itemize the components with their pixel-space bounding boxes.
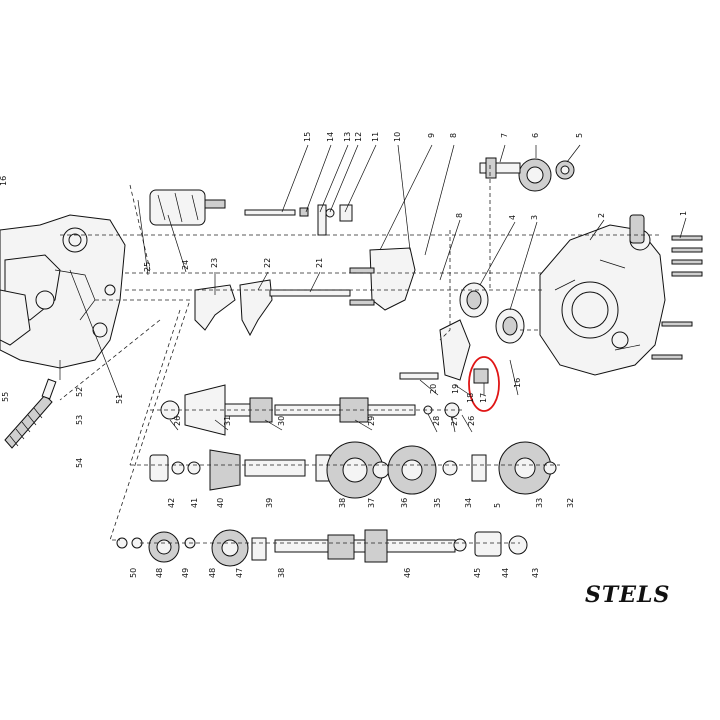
label-51: 51: [115, 394, 124, 404]
bolts-group-1: [651, 235, 703, 360]
label-48-left: 48: [155, 568, 164, 578]
leader-lines: [59, 144, 687, 433]
label-35: 35: [433, 498, 442, 508]
label-25: 25: [143, 262, 152, 272]
label-18: 18: [466, 393, 475, 403]
label-34: 34: [464, 498, 473, 508]
label-10: 10: [393, 132, 402, 142]
gear-5: [555, 160, 575, 180]
label-52: 52: [75, 387, 84, 397]
label-3: 3: [530, 215, 539, 220]
label-9: 9: [427, 133, 436, 138]
shaft-row-3: [116, 529, 528, 567]
part-labels: 1 2 3 4 5 6 7 8 8 9 10 11 12 13 14 15 16…: [0, 132, 688, 578]
label-2: 2: [597, 213, 606, 218]
label-19: 19: [451, 384, 460, 394]
label-17: 17: [479, 393, 488, 403]
fork-shaft-21: [269, 289, 351, 297]
shaft-7: [479, 157, 521, 179]
label-1: 1: [679, 211, 688, 216]
label-23: 23: [210, 258, 219, 268]
label-47: 47: [235, 568, 244, 578]
label-37: 37: [367, 498, 376, 508]
label-5-lower: 5: [493, 503, 502, 508]
label-33: 33: [535, 498, 544, 508]
alignment-lines: [59, 165, 660, 544]
label-21: 21: [315, 258, 324, 268]
label-45: 45: [473, 568, 482, 578]
label-42: 42: [167, 498, 176, 508]
label-13: 13: [343, 132, 352, 142]
label-26-right: 26: [467, 416, 476, 426]
gear-6: [518, 158, 552, 192]
label-26-left: 26: [173, 416, 182, 426]
label-55: 55: [1, 392, 10, 402]
label-29-top: 29: [367, 416, 376, 426]
label-49: 49: [181, 568, 190, 578]
label-30: 30: [277, 416, 286, 426]
shaft-row-1: [160, 384, 460, 436]
left-crankcase: [0, 214, 126, 369]
label-12: 12: [354, 132, 363, 142]
label-6: 6: [531, 133, 540, 138]
shift-fork-23: [194, 284, 236, 331]
label-20: 20: [429, 384, 438, 394]
gear-selector: [349, 247, 416, 311]
label-43: 43: [531, 568, 540, 578]
label-4: 4: [508, 215, 517, 220]
label-5: 5: [575, 133, 584, 138]
label-8-lower: 8: [455, 213, 464, 218]
right-crankcase: [539, 214, 666, 376]
shift-drum: [149, 189, 226, 226]
label-50: 50: [129, 568, 138, 578]
label-40: 40: [216, 498, 225, 508]
label-38-top: 38: [338, 498, 347, 508]
label-53: 53: [75, 415, 84, 425]
label-41: 41: [190, 498, 199, 508]
pins-top: [244, 204, 353, 236]
label-48-right: 48: [208, 568, 217, 578]
label-11: 11: [371, 132, 380, 142]
label-27: 27: [450, 416, 459, 426]
highlight-circle: [468, 356, 500, 412]
bearing-4: [459, 282, 489, 318]
shaft-row-2: [149, 441, 557, 499]
label-44: 44: [501, 568, 510, 578]
part-17-highlighted: [468, 356, 500, 412]
label-32: 32: [566, 498, 575, 508]
kick-start-spring: [4, 378, 57, 449]
bearing-3: [495, 308, 525, 344]
stels-logo: STELS: [585, 582, 670, 608]
label-54: 54: [75, 458, 84, 468]
label-14: 14: [326, 132, 335, 142]
label-15: 15: [303, 132, 312, 142]
label-38-bottom: 38: [277, 568, 286, 578]
label-16: 16: [513, 378, 522, 388]
shift-plate: [399, 319, 471, 381]
label-22: 22: [263, 258, 272, 268]
label-46: 46: [403, 568, 412, 578]
label-36: 36: [400, 498, 409, 508]
label-7: 7: [500, 133, 509, 138]
label-28: 28: [432, 416, 441, 426]
shift-fork-22: [239, 279, 273, 337]
label-16-left: 16: [0, 176, 8, 186]
label-8: 8: [449, 133, 458, 138]
label-24: 24: [181, 260, 190, 270]
label-39: 39: [265, 498, 274, 508]
label-31: 31: [223, 416, 232, 426]
